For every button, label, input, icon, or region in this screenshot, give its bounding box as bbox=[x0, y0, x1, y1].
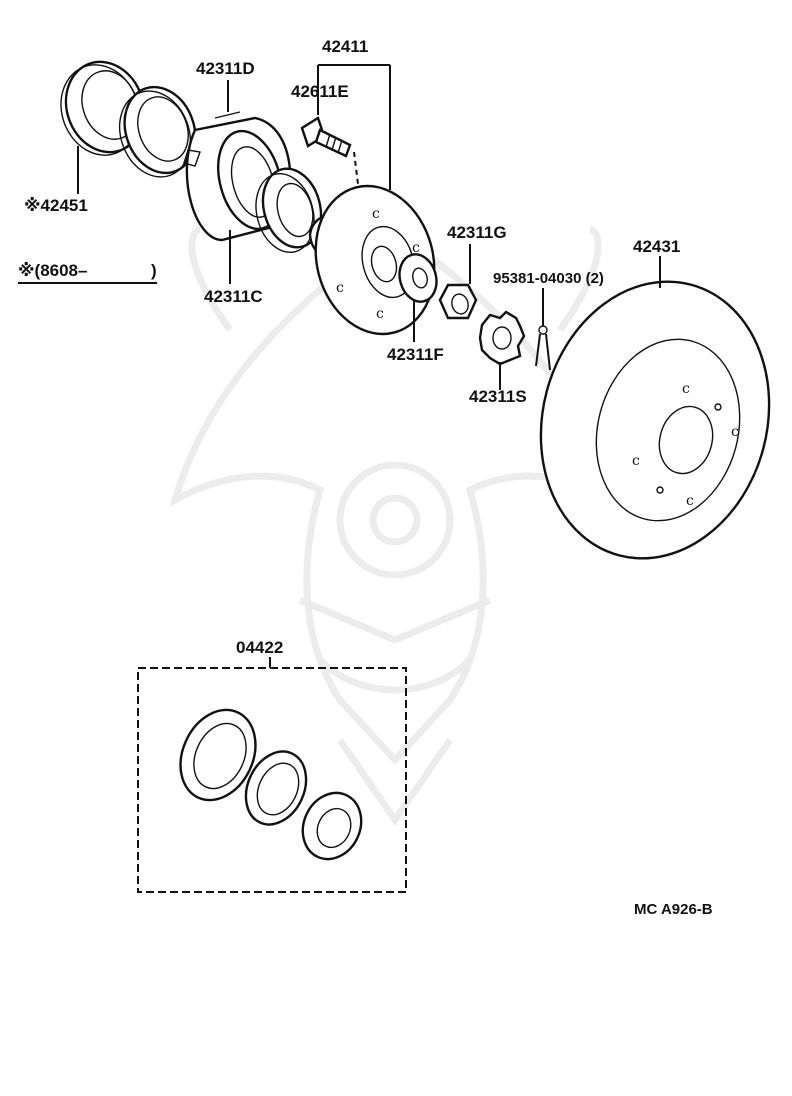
label-42451: ※42451 bbox=[24, 196, 88, 215]
inner-bearing-42311C bbox=[255, 167, 323, 254]
label-8608-close: ) bbox=[151, 261, 157, 280]
svg-text:c: c bbox=[682, 381, 690, 397]
label-42431: 42431 bbox=[633, 237, 681, 256]
label-42411: 42411 bbox=[322, 37, 369, 56]
label-42311F: 42311F bbox=[387, 345, 444, 364]
svg-text:c: c bbox=[336, 280, 344, 296]
label-04422: 04422 bbox=[236, 638, 284, 657]
label-8608: ※(8608– bbox=[18, 261, 88, 280]
svg-text:c: c bbox=[731, 424, 739, 440]
svg-text:c: c bbox=[686, 493, 694, 509]
svg-text:c: c bbox=[376, 306, 384, 322]
washer-42311F bbox=[398, 253, 438, 303]
svg-text:c: c bbox=[412, 240, 420, 256]
svg-text:c: c bbox=[632, 453, 640, 469]
svg-text:c: c bbox=[372, 206, 380, 222]
brake-disc-42431: c c c c bbox=[539, 280, 771, 560]
kit-box-04422 bbox=[137, 657, 407, 893]
label-42311G: 42311G bbox=[447, 223, 507, 242]
wheel-stud-42611E bbox=[300, 116, 361, 201]
label-42311D: 42311D bbox=[196, 59, 255, 78]
diagram-code: MC A926-B bbox=[634, 901, 713, 918]
label-42611E: 42611E bbox=[291, 82, 349, 101]
nut-42311G bbox=[438, 283, 478, 320]
axle-hub-42411: c c c c bbox=[308, 184, 436, 336]
reference-mark: ※ bbox=[24, 196, 41, 215]
bearing-cup-42311D-top bbox=[118, 85, 197, 178]
lock-cap-42311S bbox=[478, 310, 526, 366]
label-95381-04030: 95381-04030 (2) bbox=[493, 270, 604, 287]
reference-mark: ※ bbox=[18, 261, 35, 280]
label-42311S: 42311S bbox=[469, 387, 527, 406]
label-42311C: 42311C bbox=[204, 287, 263, 306]
leader-lines bbox=[18, 64, 661, 390]
